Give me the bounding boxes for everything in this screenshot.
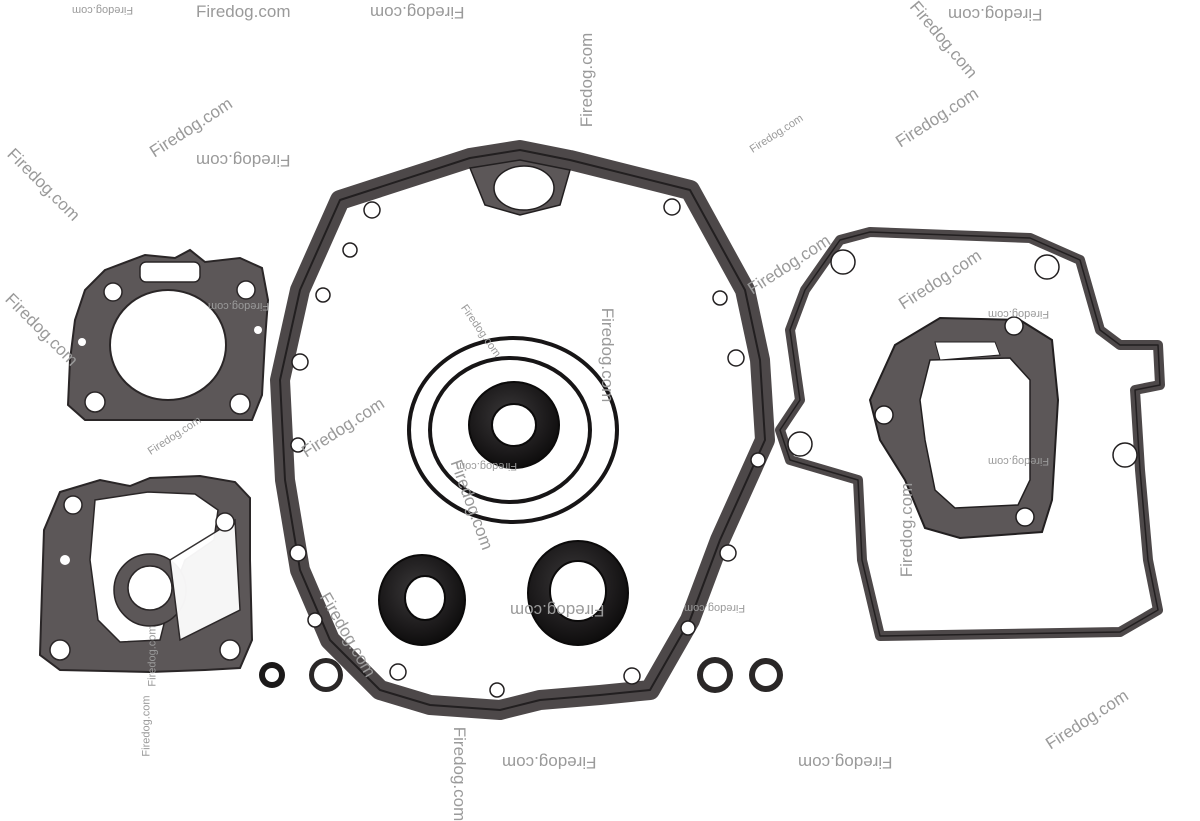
watermark-text: Firedog.com: [146, 625, 159, 687]
right-gasket: [775, 227, 1165, 641]
oil-seal-bottom-right: [527, 540, 629, 646]
watermark-text: Firedog.com: [510, 601, 605, 620]
watermark-text: Firedog.com: [684, 602, 746, 614]
watermark-text: Firedog.com: [988, 308, 1050, 320]
center-large-gasket: [270, 140, 775, 720]
watermark-text: Firedog.com: [798, 753, 893, 772]
watermark-text: Firedog.com: [502, 753, 597, 772]
small-washer-2: [309, 658, 343, 692]
watermark-text: Firedog.com: [988, 455, 1050, 467]
watermark-text: Firedog.com: [897, 482, 917, 578]
oil-seal-top: [468, 381, 560, 469]
lower-left-gasket: [38, 474, 254, 674]
oil-seal-bottom-left: [378, 554, 466, 646]
watermark-text: Firedog.com: [208, 300, 270, 312]
product-photo-stage: Firedog.com Firedog.com Firedog.com Fire…: [1, 0, 1165, 821]
watermark-text: Firedog.com: [598, 307, 618, 403]
o-ring-medium: [428, 356, 592, 504]
watermark-text: Firedog.com: [370, 3, 465, 22]
small-washer-3: [697, 657, 733, 693]
watermark-text: Firedog.com: [948, 5, 1043, 24]
small-washer-4: [749, 658, 783, 692]
gasket-kit-photo: [38, 140, 1165, 720]
watermark-text: Firedog.com: [450, 726, 470, 821]
watermark-text: Firedog.com: [196, 2, 291, 21]
watermark-text: Firedog.com: [196, 151, 291, 170]
o-ring-large: [407, 336, 619, 524]
watermark-text: Firedog.com: [72, 4, 134, 16]
watermark-text: Firedog.com: [577, 32, 597, 128]
small-washer-1: [259, 662, 285, 688]
watermark-text: Firedog.com: [140, 695, 153, 757]
upper-left-gasket: [66, 248, 270, 421]
